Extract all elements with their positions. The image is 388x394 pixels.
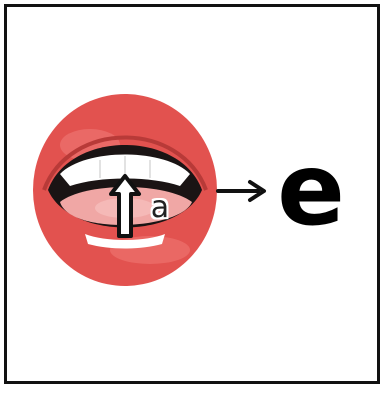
tongue-up-arrow-icon xyxy=(108,172,142,242)
right-arrow-icon xyxy=(214,176,268,206)
output-letter: e xyxy=(266,140,356,250)
input-letter: a xyxy=(144,192,176,228)
